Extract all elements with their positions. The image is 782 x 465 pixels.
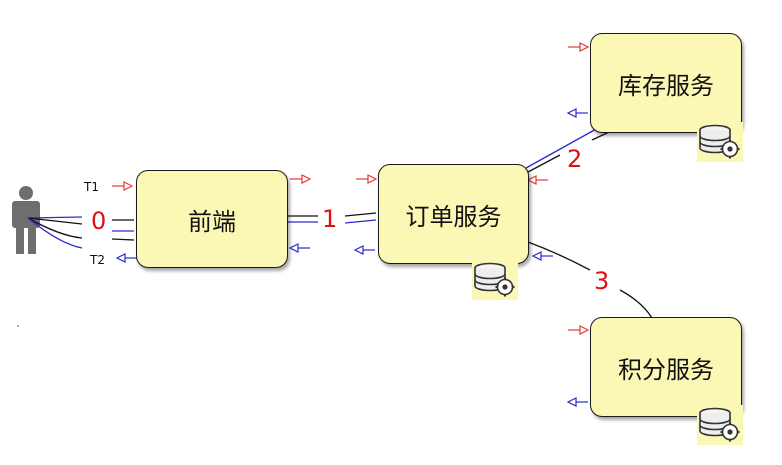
tag-t2: T2 [89,253,105,267]
request-arrow [568,42,590,52]
edge-label-2: 2 [567,145,582,173]
response-arrow [353,245,375,255]
request-arrow [526,175,548,185]
node-label: 订单服务 [405,202,502,231]
port-arrows [112,42,590,407]
tag-t1: T1 [83,180,99,194]
stray-dot [17,325,19,327]
edge-label-3: 3 [594,267,609,295]
node-label: 前端 [188,207,236,236]
node-label: 库存服务 [618,71,714,100]
database-gear-icon [697,122,743,162]
edge-frontend-order [288,212,377,224]
node-order-service[interactable]: 订单服务 [378,164,529,264]
edge-label-0: 0 [91,207,106,235]
edge-user-frontend [27,216,135,249]
database-gear-icon [472,260,518,300]
request-arrow [290,174,312,184]
edge-order-points [527,241,653,319]
node-inventory-service[interactable]: 库存服务 [590,33,742,133]
response-arrow [288,243,310,253]
response-arrow [531,251,553,261]
request-arrow [112,181,134,191]
person-icon [12,186,40,254]
response-arrow [115,253,137,263]
node-label: 积分服务 [618,355,714,384]
response-arrow [566,397,588,407]
edge-label-1: 1 [322,205,337,233]
database-gear-icon [697,405,743,445]
request-arrow [568,325,590,335]
node-frontend[interactable]: 前端 [136,170,288,268]
response-arrow [566,108,588,118]
node-points-service[interactable]: 积分服务 [590,317,742,417]
request-arrow [356,174,378,184]
